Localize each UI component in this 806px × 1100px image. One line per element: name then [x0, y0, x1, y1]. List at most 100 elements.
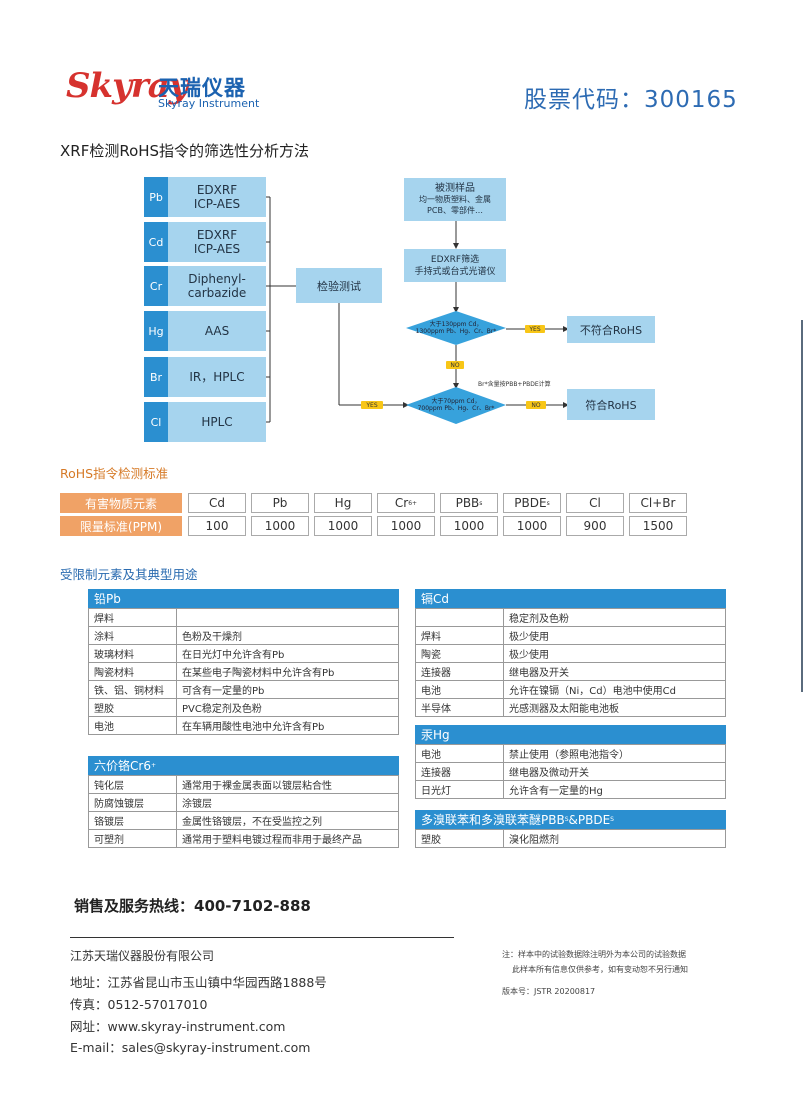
yes-badge-1: YES: [525, 325, 545, 333]
use-description-cell: 允许在镍镉（Ni，Cd）电池中使用Cd: [503, 680, 726, 699]
cr-header-text: 六价铬Cr6: [94, 759, 151, 773]
use-material-cell: 可塑剂: [88, 829, 177, 848]
use-material-cell: 焊料: [415, 626, 504, 645]
cr-table-body: 钝化层通常用于裸金属表面以镀层粘合性防腐蚀镀层涂镀层铬镀层金属性铬镀层，不在受监…: [88, 775, 399, 848]
page-title: XRF检测RoHS指令的筛选性分析方法: [60, 142, 310, 160]
footnote-1: 注：样本中的试验数据除注明外为本公司的试验数据: [502, 950, 686, 959]
footnote-2: 此样本所有信息仅供参考，如有变动恕不另行通知: [512, 965, 688, 974]
no-badge-2: NO: [526, 401, 546, 409]
use-description-cell: 涂镀层: [176, 793, 399, 812]
use-description-cell: 通常用于裸金属表面以镀层粘合性: [176, 775, 399, 794]
element-name: Cd: [209, 496, 225, 510]
flow-item-cl: Cl HPLC: [144, 402, 266, 442]
limit-value-cell: 1000: [503, 516, 561, 536]
method-label: Diphenyl- carbazide: [168, 266, 266, 306]
use-description-cell: 极少使用: [503, 644, 726, 663]
stock-code: 股票代码：300165: [524, 87, 738, 113]
inspection-box: 检验测试: [296, 268, 382, 303]
flow-item-br: Br IR，HPLC: [144, 357, 266, 397]
diamond-line: 大于130ppm Cd，: [429, 321, 483, 328]
table-row: 焊料极少使用: [415, 626, 726, 645]
cr-table-header: 六价铬Cr6+: [88, 756, 399, 775]
limit-element-cell: Pb: [251, 493, 309, 513]
element-sub: s: [546, 499, 550, 507]
limit-element-cell: Cl: [566, 493, 624, 513]
table-row: 连接器继电器及微动开关: [415, 762, 726, 781]
company-name: 江苏天瑞仪器股份有限公司: [70, 949, 215, 963]
element-symbol: Cr: [144, 266, 168, 306]
use-description-cell: PVC稳定剂及色粉: [176, 698, 399, 717]
table-row: 电池禁止使用（参照电池指令）: [415, 744, 726, 763]
limit-value-cell: 1000: [377, 516, 435, 536]
diamond-2-label: 大于70ppm Cd， 700ppm Pb、Hg、Cr、Br*: [411, 398, 501, 412]
footer-divider: [70, 937, 454, 938]
website-link[interactable]: 网址：www.skyray-instrument.com: [70, 1019, 286, 1034]
use-material-cell: 防腐蚀镀层: [88, 793, 177, 812]
use-material-cell: 陶瓷材料: [88, 662, 177, 681]
limit-value-cell: 1000: [440, 516, 498, 536]
table-row: 涂料色粉及干燥剂: [88, 626, 399, 645]
limit-element-cell: Cl+Br: [629, 493, 687, 513]
hg-table-body: 电池禁止使用（参照电池指令）连接器继电器及微动开关日光灯允许含有一定量的Hg: [415, 744, 726, 799]
use-description-cell: 可含有一定量的Pb: [176, 680, 399, 699]
limit-element-cell: Cd: [188, 493, 246, 513]
use-material-cell: 连接器: [415, 762, 504, 781]
method-line: IR，HPLC: [189, 370, 245, 384]
use-description-cell: 通常用于塑料电镀过程而非用于最终产品: [176, 829, 399, 848]
version-number: 版本号：JSTR 20200817: [502, 987, 596, 996]
table-row: 焊料: [88, 608, 399, 627]
table-row: 陶瓷材料在某些电子陶瓷材料中允许含有Pb: [88, 662, 399, 681]
table-row: 半导体光感测器及太阳能电池板: [415, 698, 726, 717]
cr-header-sup: +: [150, 762, 156, 769]
element-symbol: Hg: [144, 311, 168, 351]
method-line: EDXRF: [196, 183, 238, 197]
use-material-cell: [415, 608, 504, 627]
limit-value-cell: 1000: [314, 516, 372, 536]
use-material-cell: 涂料: [88, 626, 177, 645]
pbb-header-sub: S: [564, 816, 569, 823]
compliant-box: 符合RoHS: [567, 389, 655, 420]
use-material-cell: 铁、铝、铜材料: [88, 680, 177, 699]
flow-item-hg: Hg AAS: [144, 311, 266, 351]
limit-value-cell: 1500: [629, 516, 687, 536]
limits-title: RoHS指令检测标准: [60, 466, 169, 481]
method-label: EDXRF ICP-AES: [168, 222, 266, 262]
table-row: 玻璃材料在日光灯中允许含有Pb: [88, 644, 399, 663]
use-description-cell: 光感测器及太阳能电池板: [503, 698, 726, 717]
limits-values-row: 100 1000 1000 1000 1000 1000 900 1500: [188, 516, 687, 536]
table-row: 陶瓷极少使用: [415, 644, 726, 663]
use-material-cell: 玻璃材料: [88, 644, 177, 663]
hg-table-header: 汞Hg: [415, 725, 726, 744]
uses-title: 受限制元素及其典型用途: [60, 567, 198, 582]
logo-chinese-name: 天瑞仪器: [158, 76, 246, 100]
element-symbol: Br: [144, 357, 168, 397]
use-material-cell: 陶瓷: [415, 644, 504, 663]
limits-row1-label: 有害物质元素: [60, 493, 182, 513]
use-material-cell: 塑胶: [415, 829, 504, 848]
table-row: 稳定剂及色粉: [415, 608, 726, 627]
table-row: 可塑剂通常用于塑料电镀过程而非用于最终产品: [88, 829, 399, 848]
cr-uses-table: 六价铬Cr6+ 钝化层通常用于裸金属表面以镀层粘合性防腐蚀镀层涂镀层铬镀层金属性…: [88, 756, 399, 848]
pb-table-header: 铅Pb: [88, 589, 399, 608]
table-row: 铁、铝、铜材料可含有一定量的Pb: [88, 680, 399, 699]
email-link[interactable]: E-mail：sales@skyray-instrument.com: [70, 1040, 311, 1055]
fax: 传真：0512-57017010: [70, 997, 208, 1012]
limit-value-cell: 100: [188, 516, 246, 536]
hg-uses-table: 汞Hg 电池禁止使用（参照电池指令）连接器继电器及微动开关日光灯允许含有一定量的…: [415, 725, 726, 799]
element-symbol: Cd: [144, 222, 168, 262]
table-row: 日光灯允许含有一定量的Hg: [415, 780, 726, 799]
use-material-cell: 电池: [415, 680, 504, 699]
pbde-header-text: &PBDE: [568, 812, 611, 827]
decision-diamond-1: [406, 311, 506, 345]
limit-element-cell: Hg: [314, 493, 372, 513]
method-line: ICP-AES: [193, 197, 241, 211]
use-material-cell: 电池: [88, 716, 177, 735]
element-name: PBB: [455, 496, 480, 510]
diamond-line: 大于70ppm Cd，: [431, 398, 481, 405]
logo-script: Skyray: [66, 66, 189, 106]
